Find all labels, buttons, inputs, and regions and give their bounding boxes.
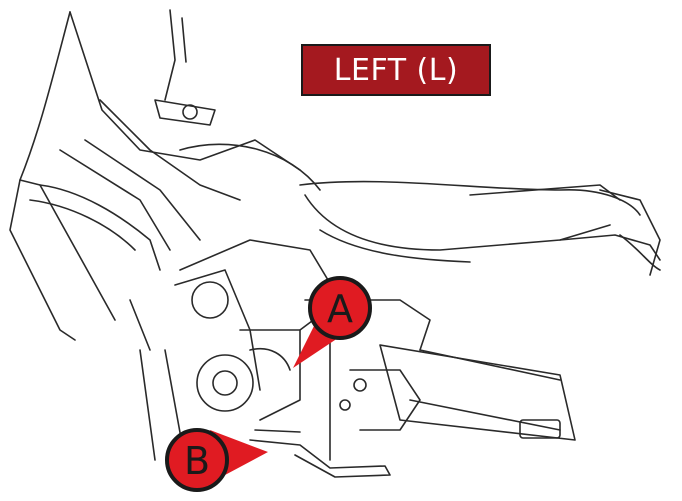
callout-b-circle: [165, 428, 229, 492]
handlebar: [154, 9, 216, 126]
callout-b-label: B: [184, 439, 210, 483]
callout-a-circle: [308, 276, 372, 340]
kickstand: [249, 429, 391, 478]
tank-seat: [179, 143, 641, 263]
side-label-badge: LEFT (L): [301, 44, 491, 96]
tail-section: [559, 189, 661, 276]
callout-a-label: A: [327, 287, 353, 331]
swingarm: [379, 344, 576, 441]
fairing: [9, 11, 301, 341]
